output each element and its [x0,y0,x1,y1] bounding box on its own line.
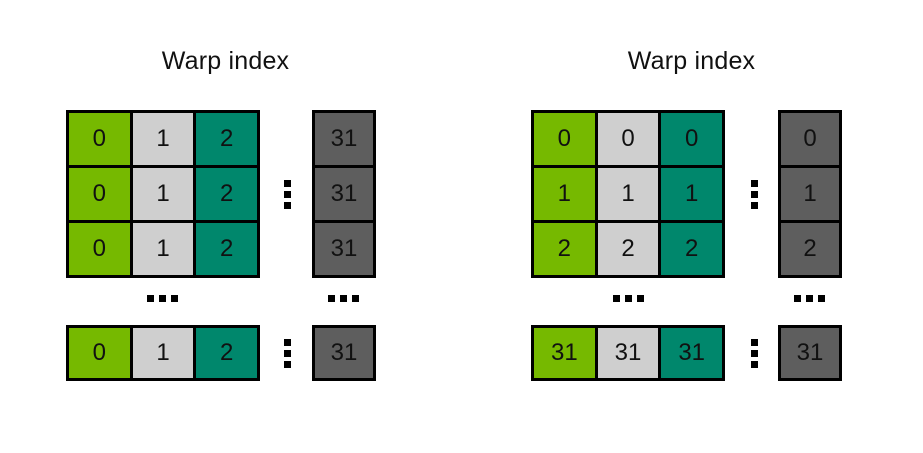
ellipsis-dot [284,350,291,357]
thread-grid-left: 0 1 2 0 1 2 0 1 2 [66,110,260,278]
table-row: 0 1 2 [69,220,258,275]
ellipsis-dot [751,202,758,209]
grid-cell: 0 [781,113,839,165]
table-row: 1 [781,165,839,220]
grid-cell: 2 [594,223,659,275]
horizontal-ellipsis-icon [794,295,825,302]
table-row: 2 [781,220,839,275]
ellipsis-dot [171,295,178,302]
table-row: 31 [315,328,373,378]
warp-index-panel-left: Warp index 0 1 2 0 1 2 0 1 2 31 31 31 [0,0,461,453]
ellipsis-dot [328,295,335,302]
thread-grid-right: 0 0 0 1 1 1 2 2 2 [531,110,725,278]
grid-cell: 0 [69,223,130,275]
grid-cell: 1 [658,168,723,220]
table-row: 31 [315,165,373,220]
thread-grid-right-last-column: 0 1 2 [778,110,842,278]
ellipsis-dot [806,295,813,302]
thread-grid-left-last-column: 31 31 31 [312,110,376,278]
grid-cell: 2 [534,223,595,275]
grid-cell: 1 [129,223,194,275]
panel-title-right: Warp index [627,47,756,75]
horizontal-ellipsis-icon [147,295,178,302]
ellipsis-dot [147,295,154,302]
ellipsis-dot [284,339,291,346]
ellipsis-dot [751,339,758,346]
ellipsis-dot [751,191,758,198]
ellipsis-dot [284,202,291,209]
table-row: 31 [781,328,839,378]
vertical-ellipsis-icon [751,339,758,368]
grid-cell: 0 [69,328,130,378]
grid-cell: 2 [193,113,258,165]
table-row: 2 2 2 [534,220,723,275]
grid-cell: 2 [193,223,258,275]
panel-title-left: Warp index [161,47,290,75]
ellipsis-dot [284,191,291,198]
grid-cell: 2 [658,223,723,275]
grid-cell: 31 [315,168,373,220]
thread-grid-right-last-row: 31 31 31 [531,325,725,381]
thread-grid-left-last-row: 0 1 2 [66,325,260,381]
ellipsis-dot [818,295,825,302]
grid-cell: 31 [781,328,839,378]
thread-grid-right-last-cell: 31 [778,325,842,381]
grid-cell: 31 [658,328,723,378]
grid-cell: 31 [594,328,659,378]
ellipsis-dot [284,361,291,368]
grid-cell: 1 [129,113,194,165]
horizontal-ellipsis-icon [328,295,359,302]
grid-cell: 31 [315,328,373,378]
table-row: 31 31 31 [534,328,723,378]
ellipsis-dot [340,295,347,302]
grid-cell: 1 [594,168,659,220]
table-row: 0 1 2 [69,328,258,378]
table-row: 0 [781,113,839,165]
warp-index-panel-right: Warp index 0 0 0 1 1 1 2 2 2 0 1 2 [461,0,922,453]
table-row: 0 1 2 [69,113,258,165]
grid-cell: 2 [781,223,839,275]
ellipsis-dot [794,295,801,302]
grid-cell: 0 [594,113,659,165]
grid-cell: 0 [658,113,723,165]
grid-cell: 1 [534,168,595,220]
ellipsis-dot [637,295,644,302]
table-row: 31 [315,113,373,165]
grid-cell: 31 [315,223,373,275]
ellipsis-dot [284,180,291,187]
grid-cell: 0 [69,168,130,220]
table-row: 0 1 2 [69,165,258,220]
ellipsis-dot [751,180,758,187]
vertical-ellipsis-icon [284,180,291,209]
horizontal-ellipsis-icon [613,295,644,302]
grid-cell: 1 [129,168,194,220]
grid-cell: 2 [193,328,258,378]
vertical-ellipsis-icon [751,180,758,209]
grid-cell: 0 [69,113,130,165]
ellipsis-dot [751,350,758,357]
grid-cell: 0 [534,113,595,165]
table-row: 31 [315,220,373,275]
ellipsis-dot [751,361,758,368]
table-row: 1 1 1 [534,165,723,220]
ellipsis-dot [352,295,359,302]
ellipsis-dot [625,295,632,302]
grid-cell: 31 [315,113,373,165]
ellipsis-dot [159,295,166,302]
ellipsis-dot [613,295,620,302]
thread-grid-left-last-cell: 31 [312,325,376,381]
vertical-ellipsis-icon [284,339,291,368]
grid-cell: 1 [129,328,194,378]
table-row: 0 0 0 [534,113,723,165]
grid-cell: 2 [193,168,258,220]
grid-cell: 31 [534,328,595,378]
grid-cell: 1 [781,168,839,220]
